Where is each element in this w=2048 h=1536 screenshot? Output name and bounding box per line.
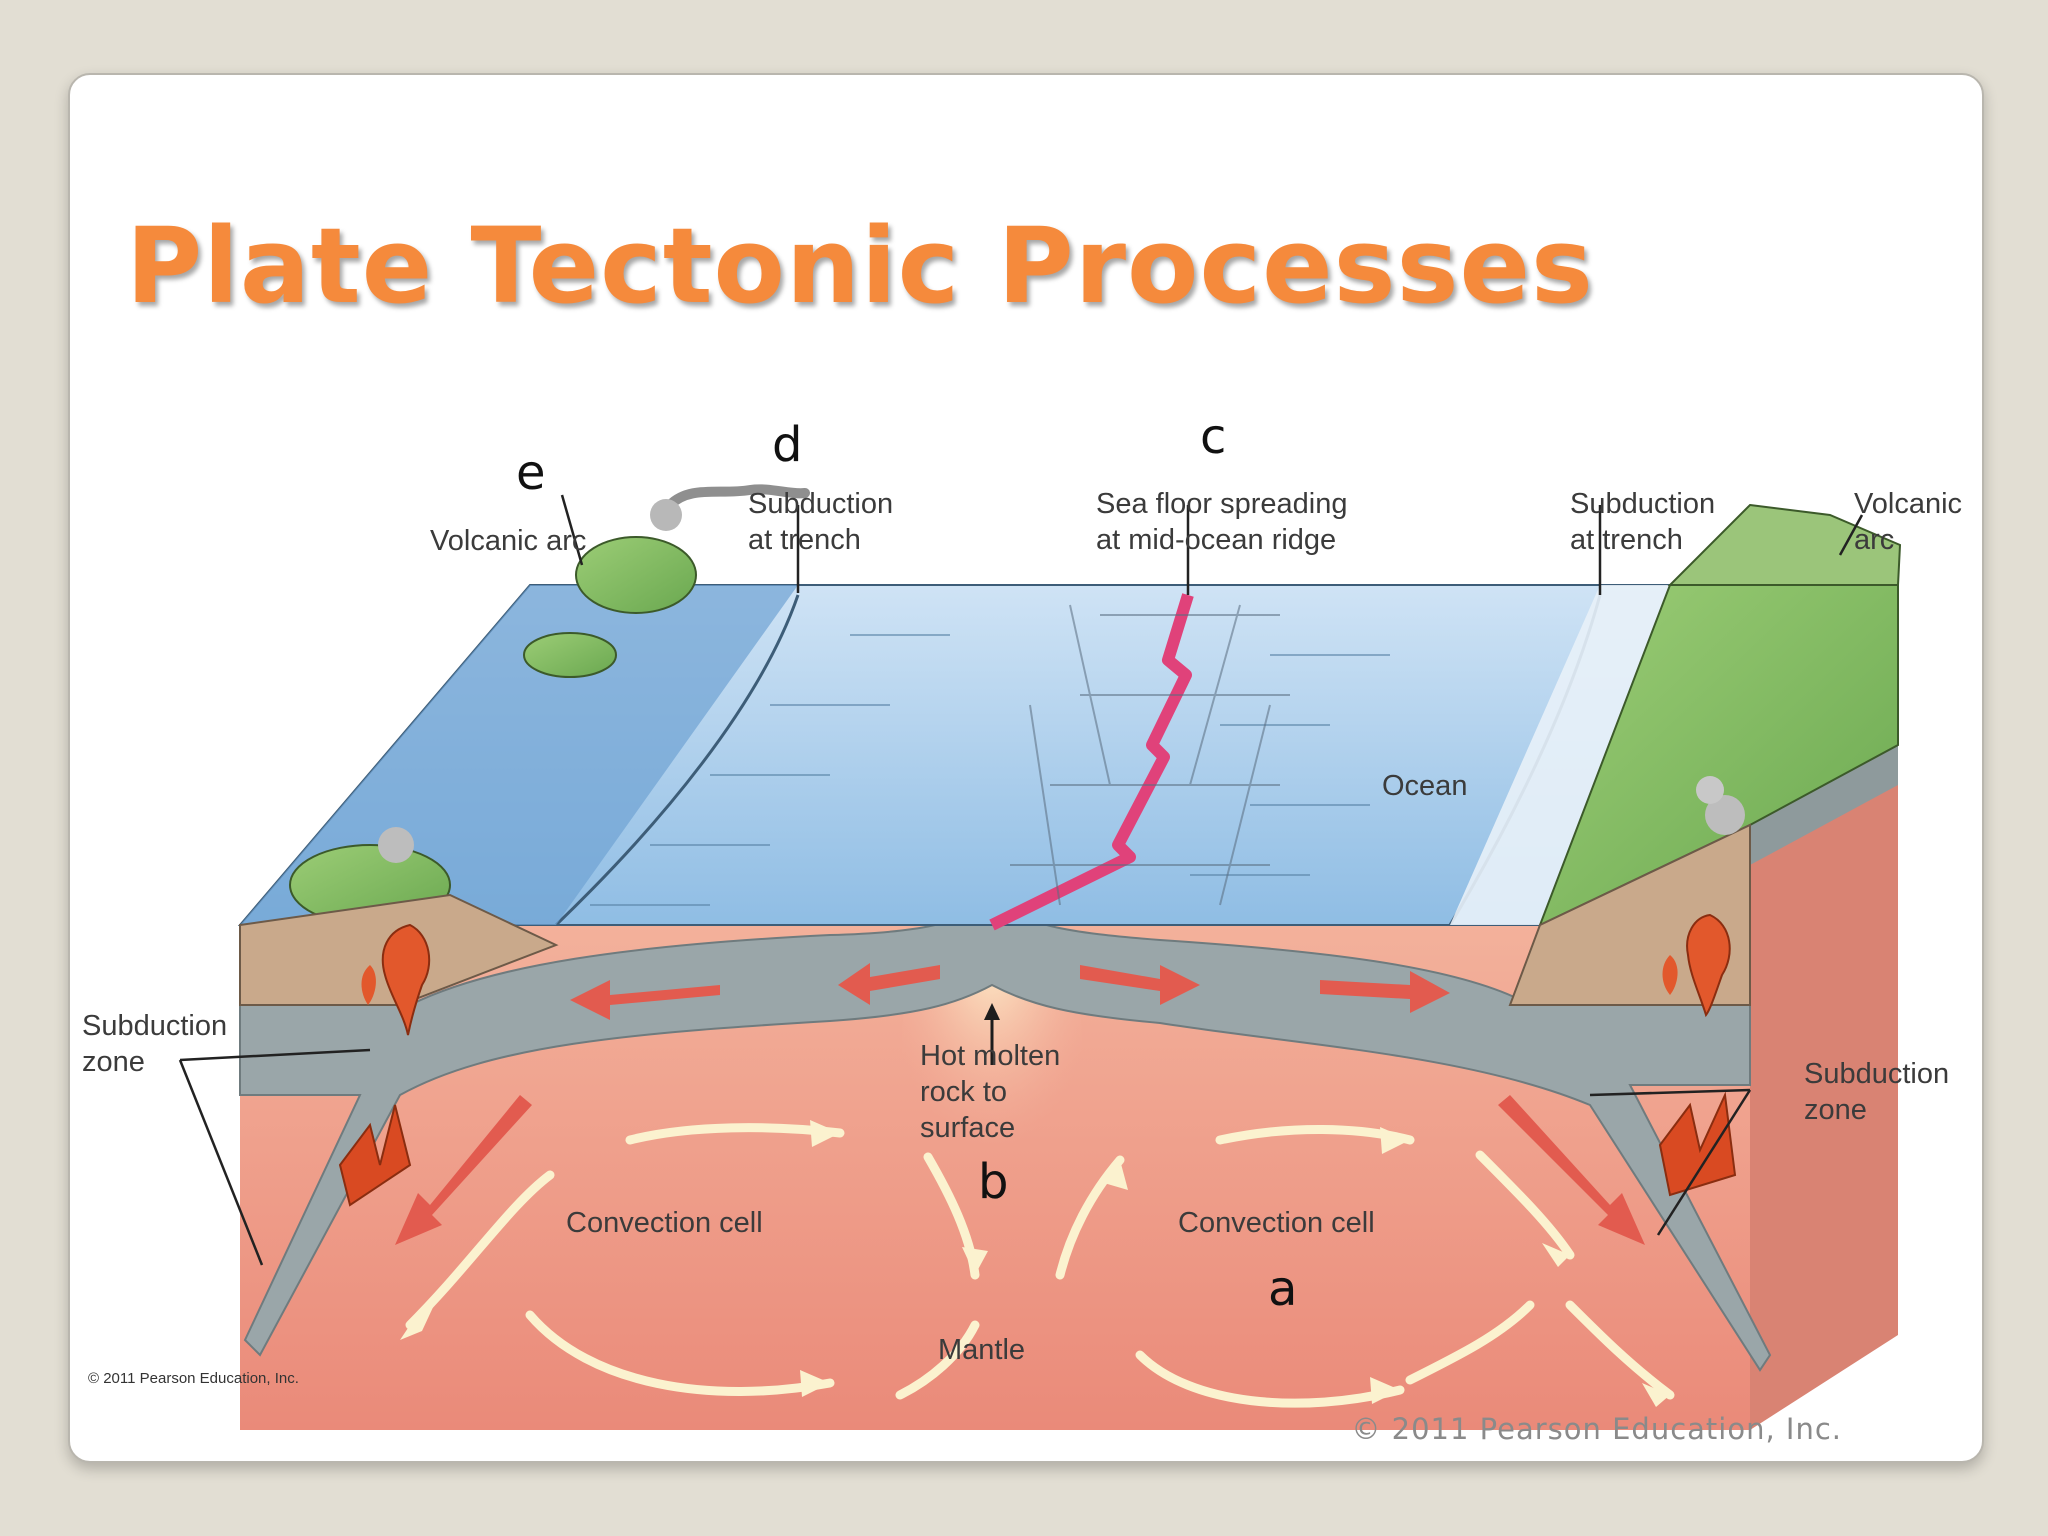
label-subduction-zone-right-2: zone [1804, 1094, 1867, 1126]
letter-e: e [516, 445, 546, 501]
label-subduction-zone-left-1: Subduction [82, 1010, 227, 1042]
slide-title: Plate Tectonic Processes [126, 205, 1594, 327]
label-subduction-trench-right-2: at trench [1570, 524, 1683, 556]
label-subduction-trench-left-1: Subduction [748, 488, 893, 520]
label-ocean: Ocean [1382, 770, 1467, 802]
label-convection-cell-left: Convection cell [566, 1207, 763, 1239]
label-volcanic-arc-right-1: Volcanic [1854, 488, 1962, 520]
image-credit: © 2011 Pearson Education, Inc. [88, 1370, 299, 1387]
slide: Plate Tectonic Processes [68, 73, 1984, 1463]
letter-d: d [772, 417, 802, 473]
letter-c: c [1200, 409, 1226, 465]
label-hot-molten-2: rock to [920, 1076, 1007, 1108]
plate-tectonics-diagram: Volcanic arc Subduction at trench Sea fl… [70, 405, 1982, 1445]
label-sea-floor-1: Sea floor spreading [1096, 488, 1348, 520]
label-convection-cell-right: Convection cell [1178, 1207, 1375, 1239]
label-volcanic-arc-left: Volcanic arc [430, 525, 586, 557]
label-hot-molten-3: surface [920, 1112, 1015, 1144]
label-subduction-zone-left-2: zone [82, 1046, 145, 1078]
label-sea-floor-2: at mid-ocean ridge [1096, 524, 1336, 556]
label-hot-molten-1: Hot molten [920, 1040, 1060, 1072]
label-subduction-trench-right-1: Subduction [1570, 488, 1715, 520]
ocean-top-face [240, 585, 1750, 925]
label-subduction-trench-left-2: at trench [748, 524, 861, 556]
label-volcanic-arc-right-2: arc [1854, 524, 1894, 556]
label-mantle: Mantle [938, 1334, 1025, 1366]
footer-copyright: © 2011 Pearson Education, Inc. [1351, 1412, 1842, 1446]
letter-a: a [1268, 1261, 1297, 1317]
label-subduction-zone-right-1: Subduction [1804, 1058, 1949, 1090]
letter-b: b [978, 1154, 1008, 1210]
